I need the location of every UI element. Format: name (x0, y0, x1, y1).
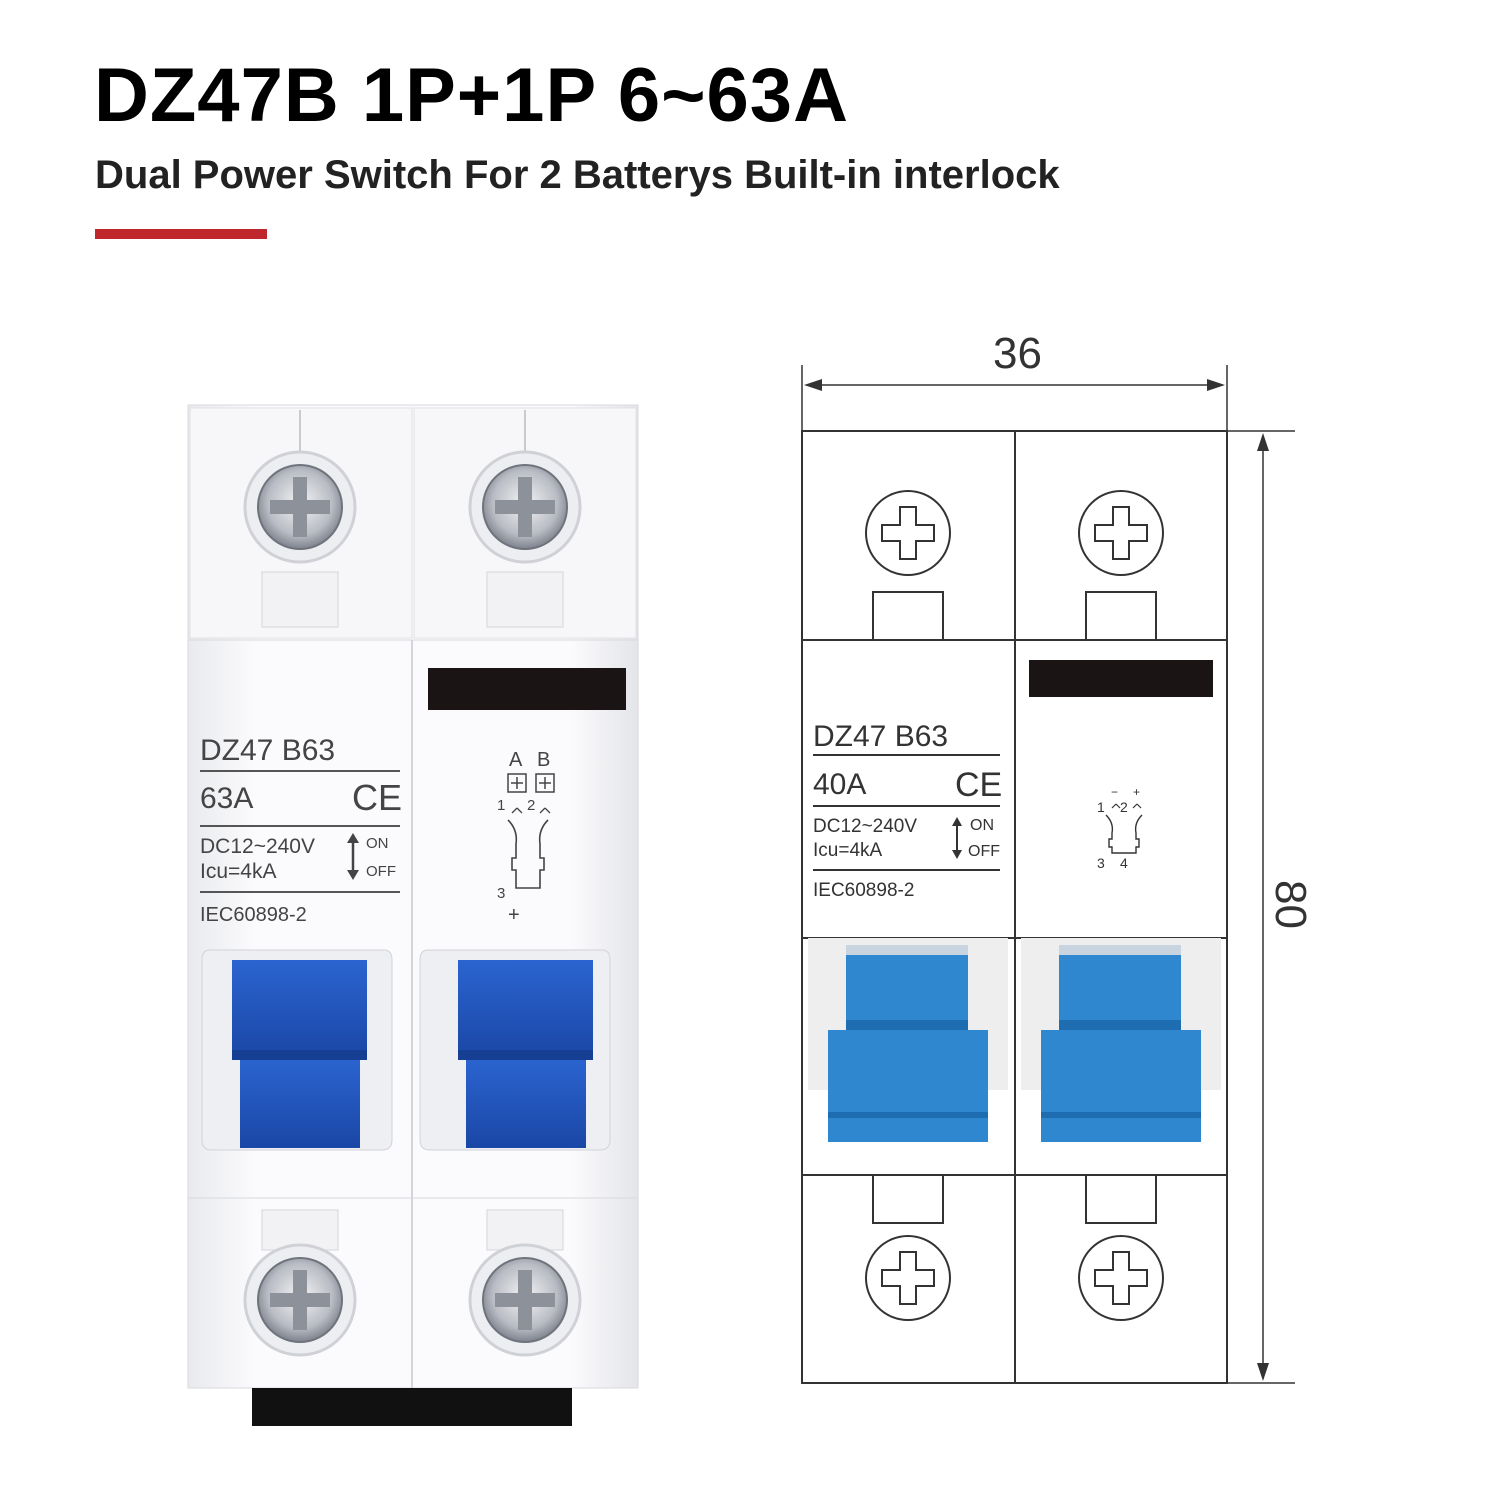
photo-model-text: DZ47 B63 (200, 734, 335, 767)
drawing-plus-sign: + (1133, 785, 1140, 799)
photo-current-text: 63A (200, 782, 253, 815)
drawing-standard-text: IEC60898-2 (813, 880, 914, 901)
photo-circuit-symbol: A B 1 2 3 + (497, 749, 555, 926)
breaker-drawing (801, 365, 1295, 1384)
photo-terminal-a: A (509, 749, 523, 771)
bottom-screw-right-icon (468, 1243, 582, 1357)
top-screw-left-icon (243, 450, 357, 564)
drawing-on-off-arrow-icon (952, 817, 962, 859)
drawing-top-screw-right-icon (1078, 490, 1164, 576)
drawing-circuit-symbol (1105, 803, 1143, 854)
drawing-minus-sign: − (1111, 785, 1118, 799)
breaker-photo: DZ47 B63 63A CE DC12~240V Icu=4kA ON OFF… (187, 404, 639, 1426)
drawing-toggle-right[interactable] (1021, 938, 1221, 1142)
bottom-screw-left-icon (243, 1243, 357, 1357)
height-dimension-label: 80 (1266, 880, 1315, 929)
drawing-bottom-screw-right-icon (1078, 1235, 1164, 1321)
photo-off-text: OFF (366, 863, 396, 880)
drawing-bottom-screw-left-icon (865, 1235, 951, 1321)
drawing-num-4: 4 (1120, 855, 1128, 871)
drawing-num-3: 3 (1097, 855, 1105, 871)
drawing-model-text: DZ47 B63 (813, 720, 948, 753)
photo-toggle-right[interactable] (458, 960, 593, 1148)
product-subtitle: Dual Power Switch For 2 Batterys Built-i… (95, 153, 1060, 197)
photo-terminal-b: B (537, 749, 550, 771)
on-off-arrow-icon (347, 833, 359, 880)
drawing-ce-mark: CE (955, 766, 1002, 804)
label-window (428, 668, 626, 710)
drawing-off-text: OFF (968, 843, 1000, 860)
photo-num-2: 2 (527, 797, 535, 814)
photo-on-text: ON (366, 835, 389, 852)
photo-toggle-left[interactable] (232, 960, 367, 1148)
drawing-on-text: ON (970, 817, 994, 834)
photo-ce-mark: CE (352, 777, 402, 818)
drawing-toggle-left[interactable] (808, 938, 1008, 1142)
drawing-num-2: 2 (1120, 799, 1128, 815)
drawing-top-screw-left-icon (865, 490, 951, 576)
drawing-icu-text: Icu=4kA (813, 840, 883, 861)
drawing-num-1: 1 (1097, 799, 1105, 815)
photo-voltage-text: DC12~240V (200, 835, 315, 858)
photo-num-1: 1 (497, 797, 505, 814)
top-screw-right-icon (468, 450, 582, 564)
photo-icu-text: Icu=4kA (200, 860, 276, 883)
photo-standard-text: IEC60898-2 (200, 904, 307, 926)
product-title: DZ47B 1P+1P 6~63A (94, 53, 849, 138)
drawing-voltage-text: DC12~240V (813, 816, 917, 837)
photo-plus-sign: + (508, 904, 520, 926)
drawing-current-text: 40A (813, 768, 866, 801)
accent-bar (95, 229, 267, 239)
drawing-label-window (1029, 660, 1213, 697)
width-dimension-label: 36 (993, 329, 1042, 378)
din-rail-clip (252, 1388, 572, 1426)
photo-num-3: 3 (497, 885, 505, 902)
